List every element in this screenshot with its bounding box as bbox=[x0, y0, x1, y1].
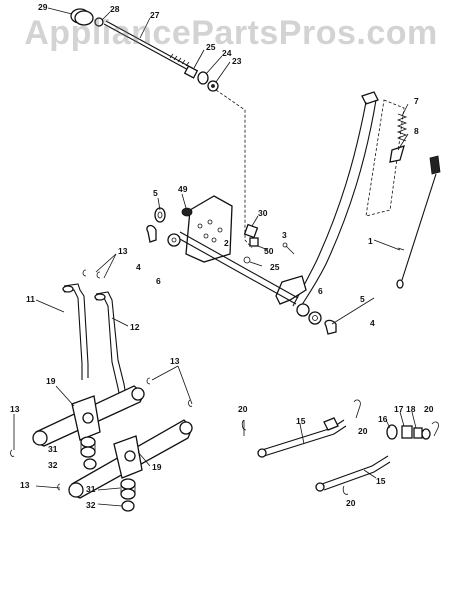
callout-32-upper: 32 bbox=[48, 460, 58, 470]
callout-30: 30 bbox=[258, 208, 268, 218]
callout-2: 2 bbox=[224, 238, 229, 248]
bearing-4-left bbox=[146, 224, 157, 243]
bushing-32-upper bbox=[83, 458, 97, 470]
collar-6-left bbox=[167, 233, 181, 247]
callout-25-center: 25 bbox=[270, 262, 280, 272]
callout-13-left: 13 bbox=[10, 404, 20, 414]
spring-7 bbox=[396, 113, 408, 142]
callout-6-left: 6 bbox=[156, 276, 161, 286]
cable-1 bbox=[396, 155, 441, 289]
pin-3 bbox=[282, 242, 295, 255]
bushing-49 bbox=[181, 207, 193, 217]
washer-5-right bbox=[308, 311, 322, 325]
clip-20-d bbox=[342, 485, 349, 495]
callout-17: 17 bbox=[394, 404, 404, 414]
rod-15-lower bbox=[315, 455, 391, 492]
lift-arm-19-upper bbox=[32, 385, 145, 447]
lift-shaft-2 bbox=[177, 231, 299, 305]
callout-5-left: 5 bbox=[153, 188, 158, 198]
callout-49: 49 bbox=[178, 184, 188, 194]
callout-24: 24 bbox=[222, 48, 232, 58]
lift-link-12 bbox=[94, 291, 127, 399]
callout-20-right: 20 bbox=[424, 404, 434, 414]
rod-15-upper bbox=[257, 417, 347, 458]
connection-line-top bbox=[215, 89, 253, 249]
callout-32-lower: 32 bbox=[86, 500, 96, 510]
callout-20-left: 20 bbox=[238, 404, 248, 414]
callout-27: 27 bbox=[150, 10, 160, 20]
callout-19-upper: 19 bbox=[46, 376, 56, 386]
bearing-4-right bbox=[324, 319, 337, 335]
callout-7: 7 bbox=[414, 96, 419, 106]
callout-25-top: 25 bbox=[206, 42, 216, 52]
callout-3: 3 bbox=[282, 230, 287, 240]
knob-29 bbox=[70, 8, 94, 26]
callout-labels: 29 28 27 25 24 23 7 8 5 49 30 3 2 50 25 … bbox=[10, 2, 434, 510]
callout-11: 11 bbox=[26, 294, 35, 304]
callout-16: 16 bbox=[378, 414, 388, 424]
callout-23: 23 bbox=[232, 56, 242, 66]
nut-25-top bbox=[183, 65, 199, 79]
callout-12: 12 bbox=[130, 322, 140, 332]
callout-29: 29 bbox=[38, 2, 48, 12]
grip-8 bbox=[389, 144, 405, 163]
callout-31-upper: 31 bbox=[48, 444, 58, 454]
clips-13-upper bbox=[82, 269, 101, 279]
callout-1: 1 bbox=[368, 236, 373, 246]
callout-8: 8 bbox=[414, 126, 419, 136]
callout-31-lower: 31 bbox=[86, 484, 96, 494]
callout-6-right: 6 bbox=[318, 286, 323, 296]
spacer-24 bbox=[197, 71, 209, 85]
bolt-30 bbox=[243, 223, 259, 247]
spacer-31-upper bbox=[80, 436, 96, 458]
callout-20-mid: 20 bbox=[358, 426, 368, 436]
bracket-plate bbox=[185, 195, 233, 263]
callout-15-lower: 15 bbox=[376, 476, 386, 486]
spacer-31-lower bbox=[120, 478, 136, 500]
callout-5-right: 5 bbox=[360, 294, 365, 304]
callout-13-right: 13 bbox=[170, 356, 180, 366]
callout-13-bottom: 13 bbox=[20, 480, 30, 490]
clips-13-lower bbox=[10, 377, 193, 491]
callout-19-lower: 19 bbox=[152, 462, 162, 472]
pin-50 bbox=[257, 245, 269, 251]
pin-25-center bbox=[243, 256, 263, 267]
callout-4-right: 4 bbox=[370, 318, 375, 328]
callout-13-upper: 13 bbox=[118, 246, 128, 256]
lift-link-11 bbox=[62, 283, 89, 380]
clip-20-b bbox=[353, 399, 361, 419]
callout-28: 28 bbox=[110, 4, 120, 14]
bushing-5-left bbox=[154, 207, 166, 223]
callout-4-left: 4 bbox=[136, 262, 141, 272]
callout-15-upper: 15 bbox=[296, 416, 306, 426]
leader-lines bbox=[13, 7, 417, 507]
washer-28 bbox=[94, 17, 104, 27]
callout-50: 50 bbox=[264, 246, 274, 256]
lift-lever bbox=[275, 91, 379, 309]
washer-23 bbox=[207, 80, 219, 92]
adjustment-rod-27 bbox=[103, 20, 195, 73]
parts-16-17-18 bbox=[386, 421, 439, 440]
callout-18: 18 bbox=[406, 404, 416, 414]
lift-arm-19-lower bbox=[68, 419, 193, 499]
bushing-32-lower bbox=[121, 500, 135, 512]
callout-20-bottom: 20 bbox=[346, 498, 356, 508]
collar-6-right bbox=[296, 303, 310, 317]
clip-20-a bbox=[241, 419, 247, 436]
